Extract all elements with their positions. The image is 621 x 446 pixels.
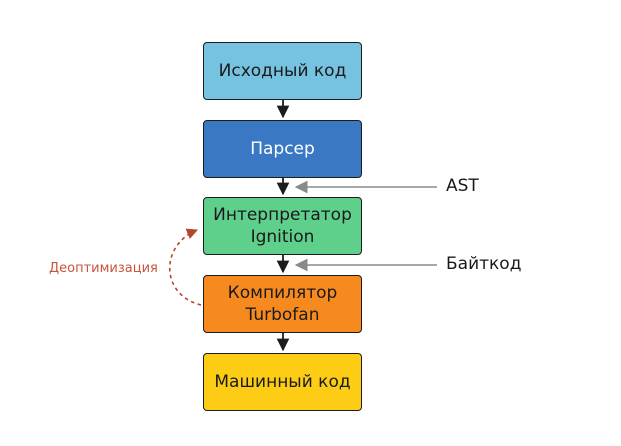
compiler-name: Turbofan	[245, 305, 320, 325]
deoptimization-label: Деоптимизация	[49, 261, 158, 276]
ast-label: AST	[446, 176, 479, 196]
parser-label: Парсер	[250, 139, 315, 159]
interpreter-name: Ignition	[250, 227, 315, 247]
interpreter-label: Интерпретатор	[213, 205, 352, 225]
compiler-label: Компилятор	[227, 283, 338, 303]
compiler-box: Компилятор Turbofan	[203, 275, 362, 333]
parser-box: Парсер	[203, 120, 362, 178]
machine-code-box: Машинный код	[203, 353, 362, 411]
deoptimization-loop-arrow	[168, 228, 202, 306]
machine-code-label: Машинный код	[214, 372, 351, 392]
interpreter-box: Интерпретатор Ignition	[203, 197, 362, 255]
source-code-label: Исходный код	[218, 61, 347, 81]
bytecode-label: Байткод	[446, 254, 522, 274]
source-code-box: Исходный код	[203, 42, 362, 100]
